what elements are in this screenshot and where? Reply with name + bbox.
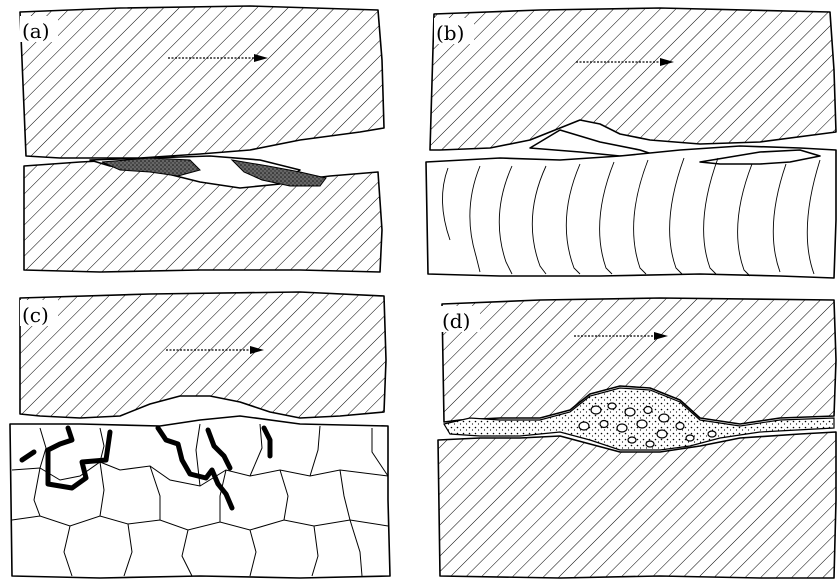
panel-c: (c) [10,292,390,578]
panel-a: (a) [20,6,384,272]
panel-a-label: (a) [22,19,50,43]
panel-b-upper-body [430,8,836,150]
panel-b-label: (b) [436,21,464,45]
panel-c-label: (c) [22,303,49,327]
panel-c-upper-body [20,292,386,418]
panel-d: (d) [438,298,836,578]
panel-d-lower-body [438,432,836,578]
panel-a-upper-body [20,6,384,158]
panel-d-label: (d) [442,309,470,333]
panel-b: (b) [426,8,836,278]
